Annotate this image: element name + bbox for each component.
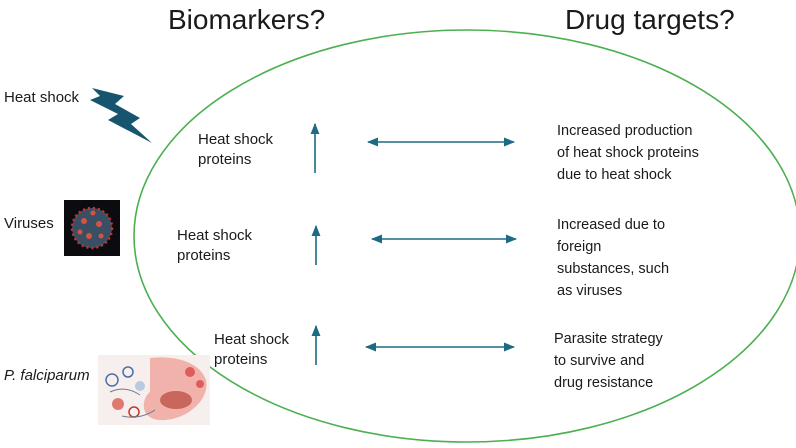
target-text-line: substances, such bbox=[557, 261, 670, 277]
target-text-line: as viruses bbox=[557, 283, 623, 299]
protein-label-line: Heat shock bbox=[214, 331, 290, 348]
protein-label-line: Heat shock bbox=[177, 227, 253, 244]
heat-shock-label: Heat shock bbox=[4, 89, 80, 106]
target-text-row-3: Parasite strategy to survive and drug re… bbox=[554, 328, 663, 394]
target-text-line: to survive and bbox=[554, 353, 645, 369]
target-text-row-2: Increased due to foreign substances, suc… bbox=[557, 214, 669, 302]
target-text-row-1: Increased production of heat shock prote… bbox=[557, 120, 699, 186]
protein-label-line: Heat shock bbox=[198, 131, 274, 148]
protein-label-row-1: Heat shock proteins bbox=[198, 130, 273, 170]
target-text-line: Parasite strategy bbox=[554, 331, 663, 347]
target-text-line: drug resistance bbox=[554, 375, 654, 391]
protein-label-line: proteins bbox=[198, 151, 252, 168]
target-text-line: Increased production bbox=[557, 123, 693, 139]
protein-label-row-3: Heat shock proteins bbox=[214, 330, 289, 370]
parasite-lifecycle-image bbox=[98, 355, 210, 425]
target-text-line: foreign bbox=[557, 239, 602, 255]
viruses-label: Viruses bbox=[4, 215, 54, 232]
context-ellipse bbox=[133, 29, 796, 443]
drug-targets-header: Drug targets? bbox=[565, 4, 735, 35]
biomarkers-header: Biomarkers? bbox=[168, 4, 326, 35]
protein-label-line: proteins bbox=[214, 351, 268, 368]
target-text-line: of heat shock proteins bbox=[557, 145, 699, 161]
target-text-line: due to heat shock bbox=[557, 167, 672, 183]
lightning-bolt-icon bbox=[90, 88, 152, 143]
p-falciparum-label: P. falciparum bbox=[4, 367, 90, 384]
protein-label-row-2: Heat shock proteins bbox=[177, 226, 252, 266]
protein-label-line: proteins bbox=[177, 247, 231, 264]
target-text-line: Increased due to bbox=[557, 217, 666, 233]
virus-image bbox=[64, 200, 120, 256]
